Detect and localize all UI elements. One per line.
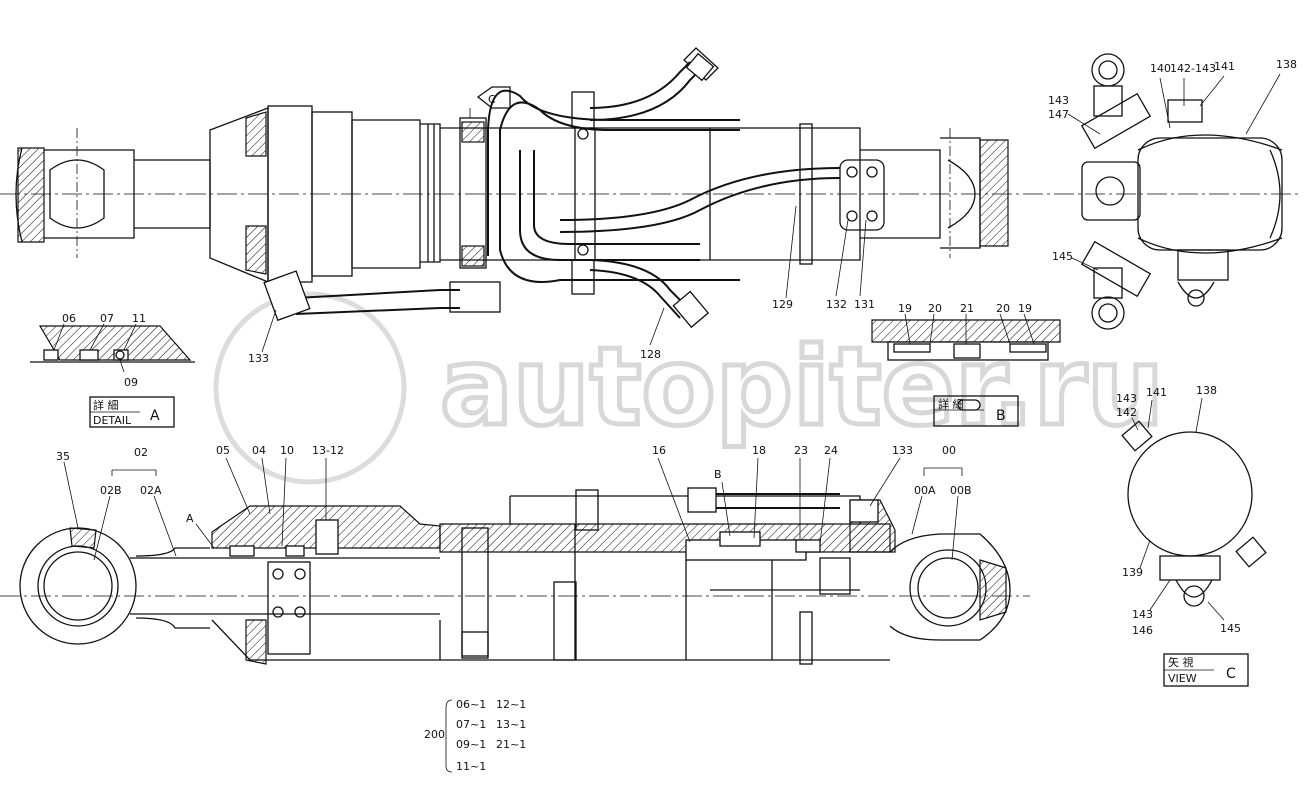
viewc-label-142: 142 (1116, 406, 1137, 419)
kit-item-07: 07~1 (456, 718, 486, 731)
detail-a-letter: A (150, 408, 160, 424)
detail-a-label-07: 07 (100, 312, 114, 325)
detail-a-label-06: 06 (62, 312, 76, 325)
kit-200-list: 200 06~1 12~1 07~1 13~1 09~1 21~1 11~1 (424, 698, 526, 773)
label-24: 24 (824, 444, 838, 457)
detail-a: 06 07 11 09 詳 細 DETAIL A (30, 312, 195, 428)
view-c-kanji: 矢 視 (1168, 655, 1194, 669)
detail-a-kanji: 詳 細 (93, 398, 119, 412)
label-133-bottom: 133 (892, 444, 913, 457)
view-c-letter: C (1226, 666, 1236, 682)
label-00B: 00B (950, 484, 972, 497)
detail-b-kanji: 詳 細 (938, 397, 964, 411)
kit-item-12: 12~1 (496, 698, 526, 711)
bottom-view-labels: 35 02 02B 02A A 05 04 10 13-12 16 B 18 2… (56, 444, 972, 561)
label-141: 141 (1214, 60, 1235, 73)
label-16: 16 (652, 444, 666, 457)
bottom-cylinder-section (0, 487, 1030, 665)
detail-a-label-11: 11 (132, 312, 146, 325)
detail-b-label-20b: 20 (996, 302, 1010, 315)
watermark-text: autopiter.ru (440, 325, 1164, 450)
label-145-end: 145 (1052, 250, 1073, 263)
kit-item-11: 11~1 (456, 760, 486, 773)
label-02: 02 (134, 446, 148, 459)
label-02B: 02B (100, 484, 122, 497)
end-view-top-right (1080, 53, 1283, 330)
kit-item-06: 06~1 (456, 698, 486, 711)
detail-b-label-20a: 20 (928, 302, 942, 315)
kit-number: 200 (424, 728, 445, 741)
end-view-labels: 140 142-143 141 138 143 147 145 (1048, 58, 1297, 271)
viewc-label-145: 145 (1220, 622, 1241, 635)
view-c: 143 142 141 138 139 143 146 145 矢 視 VIEW… (1116, 384, 1267, 687)
label-129: 129 (772, 298, 793, 311)
kit-item-13: 13~1 (496, 718, 526, 731)
label-23: 23 (794, 444, 808, 457)
detail-b-letter: B (996, 408, 1006, 424)
label-138-top: 138 (1276, 58, 1297, 71)
view-c-arrow-label: C (488, 93, 496, 106)
label-00A: 00A (914, 484, 936, 497)
viewc-label-143: 143 (1116, 392, 1137, 405)
label-35: 35 (56, 450, 70, 463)
label-B-marker: B (714, 468, 722, 481)
label-05: 05 (216, 444, 230, 457)
label-142-143: 142-143 (1170, 62, 1216, 75)
kit-item-21: 21~1 (496, 738, 526, 751)
label-140: 140 (1150, 62, 1171, 75)
label-128: 128 (640, 348, 661, 361)
label-18: 18 (752, 444, 766, 457)
detail-b-label-19b: 19 (1018, 302, 1032, 315)
label-04: 04 (252, 444, 266, 457)
detail-a-label-09: 09 (124, 376, 138, 389)
viewc-label-138: 138 (1196, 384, 1217, 397)
label-133-top: 133 (248, 352, 269, 365)
label-132: 132 (826, 298, 847, 311)
detail-b: 19 20 21 20 19 詳 細 B (871, 302, 1061, 427)
viewc-label-143b: 143 (1132, 608, 1153, 621)
label-143-end: 143 (1048, 94, 1069, 107)
viewc-label-139: 139 (1122, 566, 1143, 579)
label-147: 147 (1048, 108, 1069, 121)
top-view-labels: 133 128 129 132 131 (248, 205, 875, 365)
kit-item-09: 09~1 (456, 738, 486, 751)
viewc-label-141: 141 (1146, 386, 1167, 399)
detail-a-text: DETAIL (93, 414, 132, 427)
detail-b-label-19a: 19 (898, 302, 912, 315)
label-02A: 02A (140, 484, 162, 497)
top-cylinder-view: C (0, 47, 1300, 329)
viewc-label-146: 146 (1132, 624, 1153, 637)
label-00: 00 (942, 444, 956, 457)
detail-b-label-21: 21 (960, 302, 974, 315)
view-c-text: VIEW (1168, 672, 1197, 685)
label-131: 131 (854, 298, 875, 311)
label-10: 10 (280, 444, 294, 457)
label-13-12: 13-12 (312, 444, 344, 457)
label-A-marker: A (186, 512, 194, 525)
